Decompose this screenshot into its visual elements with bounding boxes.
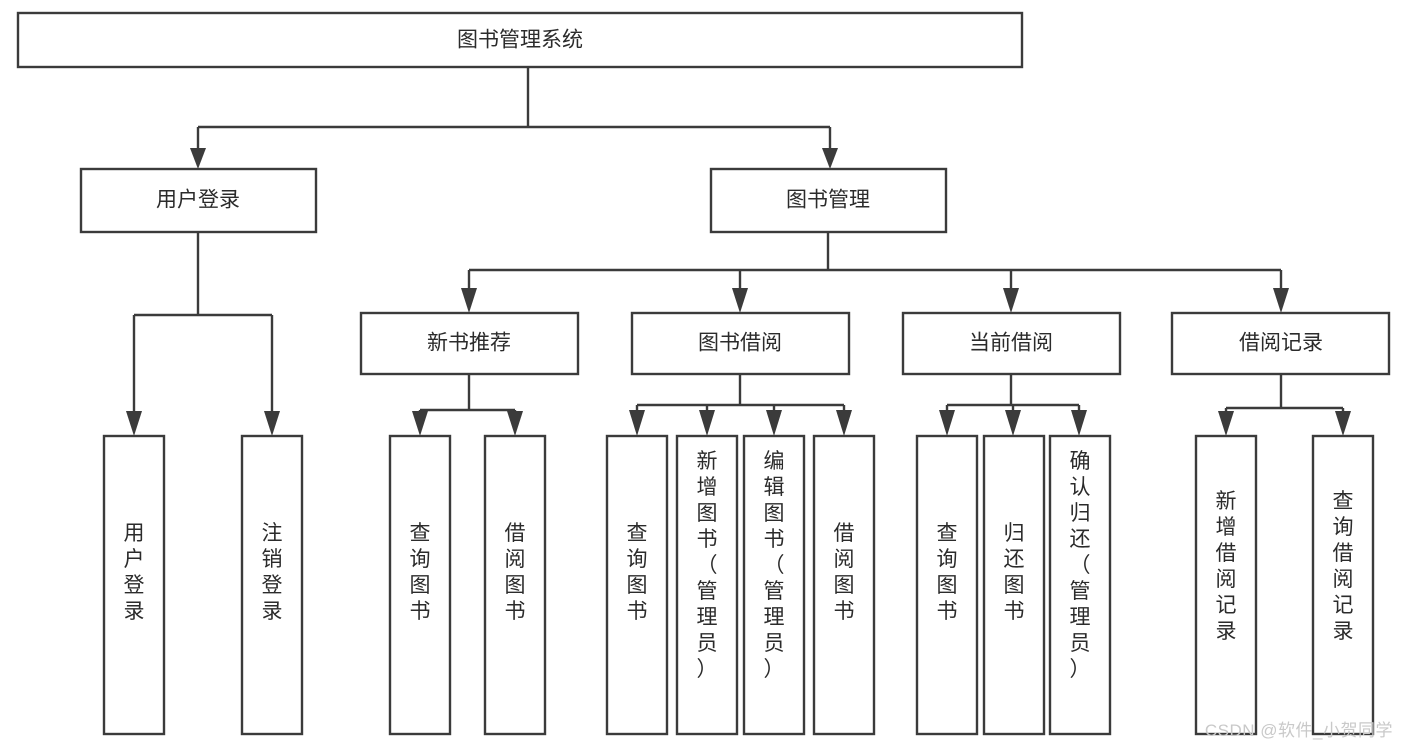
arrow-head-leaf-add-book [699,410,715,436]
node-leaf-query-book-1[interactable]: 查询图书 [388,434,452,736]
arrow-head-leaf-query-book-1 [412,411,428,436]
connector-layer [126,67,1351,436]
node-leaf-borrow-book-2[interactable]: 借阅图书 [812,434,876,736]
arrow-head-leaf-query-book-2 [629,410,645,436]
node-leaf-query-book-1-label: 查询图书 [410,522,431,623]
node-root[interactable]: 图书管理系统 [16,11,1024,69]
node-leaf-user-login[interactable]: 用户登录 [102,434,166,736]
node-leaf-edit-book[interactable]: 编辑图书（管理员） [742,434,806,736]
node-leaf-borrow-book-2-label: 借阅图书 [834,522,855,623]
node-book-borrow-label: 图书借阅 [698,332,782,355]
arrow-head-leaf-edit-book [766,410,782,436]
node-leaf-query-book-3-label: 查询图书 [937,522,958,623]
node-root-label: 图书管理系统 [457,29,583,52]
arrow-head-borrow-record [1273,288,1289,313]
arrow-head-leaf-query-book-3 [939,410,955,436]
node-leaf-borrow-book-1[interactable]: 借阅图书 [483,434,547,736]
arrow-head-leaf-logout [264,411,280,436]
arrow-head-leaf-borrow-book-1 [507,411,523,436]
node-book-manage[interactable]: 图书管理 [709,167,948,234]
csdn-watermark: CSDN @软件_小贺同学 [1204,721,1393,740]
node-current-borrow-label: 当前借阅 [969,332,1053,355]
arrow-head-leaf-user-login [126,411,142,436]
node-layer: 图书管理系统 用户登录 图书管理 新书推荐 图书借阅 [16,11,1391,736]
node-leaf-return-book-label: 归还图书 [1004,522,1025,623]
node-user-login[interactable]: 用户登录 [79,167,318,234]
node-leaf-logout[interactable]: 注销登录 [240,434,304,736]
node-leaf-logout-label: 注销登录 [262,522,283,623]
node-leaf-confirm-return[interactable]: 确认归还（管理员） [1048,434,1112,736]
node-leaf-query-book-2-label: 查询图书 [627,522,648,623]
node-leaf-user-login-label: 用户登录 [124,522,145,623]
arrow-head-leaf-return-book [1005,410,1021,436]
node-leaf-edit-book-label: 编辑图书（管理员） [764,450,785,681]
arrow-head-book-manage [822,148,838,169]
node-borrow-record[interactable]: 借阅记录 [1170,311,1391,376]
node-leaf-return-book[interactable]: 归还图书 [982,434,1046,736]
arrow-head-leaf-query-record [1335,411,1351,436]
node-leaf-query-record-label: 查询借阅记录 [1333,490,1354,643]
node-leaf-query-record[interactable]: 查询借阅记录 [1311,434,1375,736]
arrow-head-current-borrow [1003,288,1019,313]
node-leaf-confirm-return-label: 确认归还（管理员） [1070,450,1091,681]
arrow-head-leaf-confirm-return [1071,410,1087,436]
node-leaf-add-book-label: 新增图书（管理员） [697,450,718,681]
node-leaf-add-record[interactable]: 新增借阅记录 [1194,434,1258,736]
node-leaf-add-book[interactable]: 新增图书（管理员） [675,434,739,736]
node-book-borrow[interactable]: 图书借阅 [630,311,851,376]
arrow-head-leaf-borrow-book-2 [836,410,852,436]
node-leaf-add-record-label: 新增借阅记录 [1216,490,1237,643]
arrow-head-leaf-add-record [1218,411,1234,436]
node-borrow-record-label: 借阅记录 [1239,332,1323,355]
node-new-book-rec-label: 新书推荐 [427,332,511,355]
arrow-head-book-borrow [732,288,748,313]
node-leaf-query-book-3[interactable]: 查询图书 [915,434,979,736]
node-leaf-query-book-2[interactable]: 查询图书 [605,434,669,736]
arrow-head-new-book-rec [461,288,477,313]
node-user-login-label: 用户登录 [156,189,240,212]
node-current-borrow[interactable]: 当前借阅 [901,311,1122,376]
node-book-manage-label: 图书管理 [786,189,870,212]
arrow-head-user-login [190,148,206,169]
node-leaf-borrow-book-1-label: 借阅图书 [505,522,526,623]
node-new-book-rec[interactable]: 新书推荐 [359,311,580,376]
